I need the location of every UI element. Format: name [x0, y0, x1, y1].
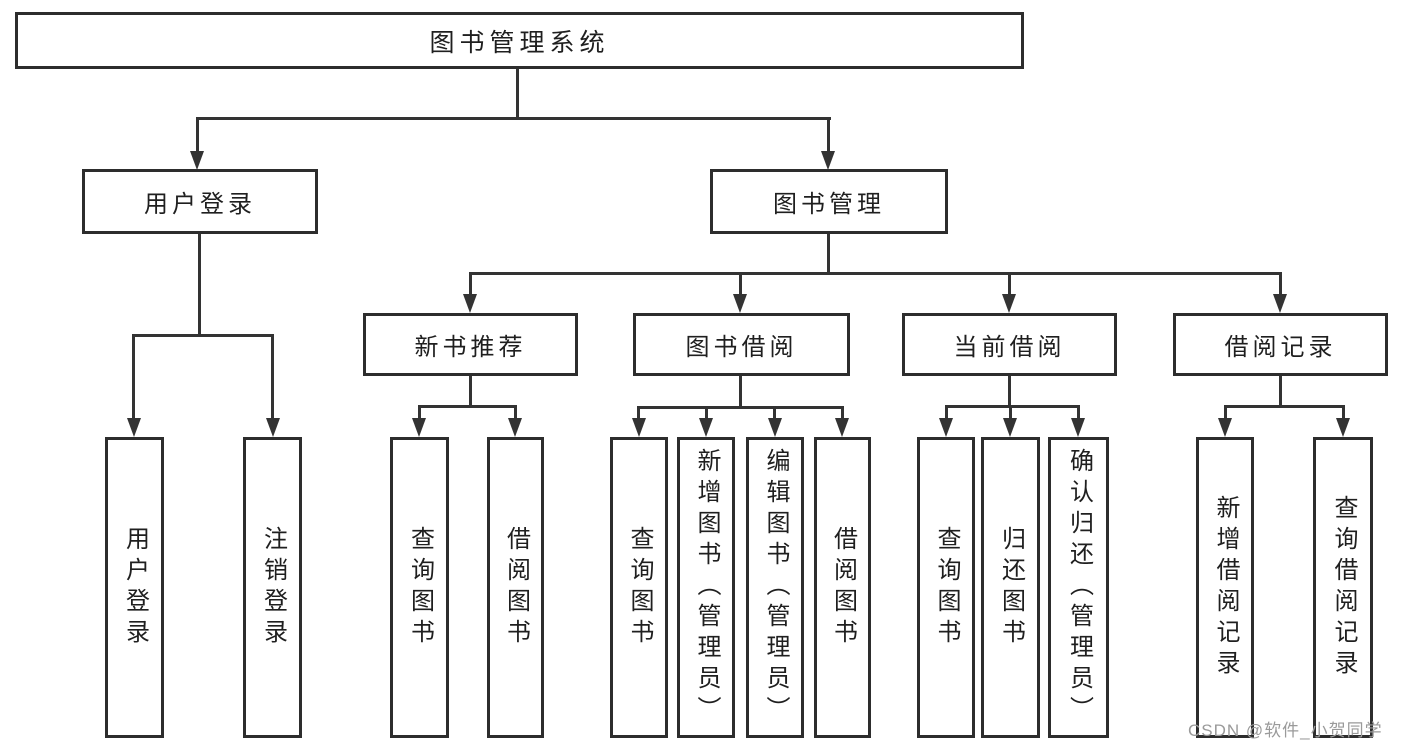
- arrow-down-icon: [266, 418, 280, 437]
- connector-book-borrowing-hline: [637, 406, 844, 409]
- leaf-query-books-3-label: 查询图书: [933, 525, 960, 650]
- leaf-user-login: 用户登录: [105, 437, 164, 738]
- arrow-down-icon: [1071, 418, 1085, 437]
- leaf-query-books-1: 查询图书: [390, 437, 449, 738]
- connector-to-leaf-user-login: [132, 334, 135, 420]
- connector-current-borrowing-hline: [945, 405, 1079, 408]
- connector-leaf-stem: [637, 406, 640, 419]
- arrow-down-icon: [939, 418, 953, 437]
- leaf-confirm-return-admin: 确认归还（管理员）: [1048, 437, 1109, 738]
- connector-to-leaf-logout: [271, 334, 274, 420]
- leaf-user-login-label: 用户登录: [121, 525, 149, 650]
- arrow-down-icon: [733, 294, 747, 313]
- arrow-down-icon: [821, 151, 835, 170]
- leaf-return-books-label: 归还图书: [997, 525, 1025, 650]
- leaf-borrow-books-1-label: 借阅图书: [502, 525, 530, 650]
- connector-leaf-stem: [1224, 405, 1227, 419]
- connector-to-new-book-recommend: [469, 272, 472, 296]
- leaf-query-books-1-label: 查询图书: [406, 525, 434, 650]
- connector-leaf-stem: [1077, 405, 1080, 419]
- node-book-management-label: 图书管理: [773, 191, 885, 218]
- node-book-borrowing: 图书借阅: [633, 313, 850, 376]
- leaf-return-books: 归还图书: [981, 437, 1040, 738]
- arrow-down-icon: [1002, 294, 1016, 313]
- connector-leaf-stem: [514, 405, 517, 419]
- leaf-query-books-2: 查询图书: [610, 437, 668, 738]
- node-current-borrowing-label: 当前借阅: [953, 334, 1066, 361]
- leaf-query-borrow-record-label: 查询借阅记录: [1330, 494, 1357, 681]
- leaf-edit-books-admin-label: 编辑图书（管理员）: [762, 448, 789, 727]
- connector-user-login-hline: [132, 334, 273, 337]
- leaf-confirm-return-admin-label: 确认归还（管理员）: [1065, 448, 1093, 727]
- leaf-borrow-books-2: 借阅图书: [814, 437, 871, 738]
- node-book-management: 图书管理: [710, 169, 948, 234]
- leaf-logout-login-label: 注销登录: [259, 525, 287, 650]
- connector-to-book-borrowing: [739, 272, 742, 296]
- node-current-borrowing: 当前借阅: [902, 313, 1117, 376]
- leaf-logout-login: 注销登录: [243, 437, 302, 738]
- arrow-down-icon: [699, 418, 713, 437]
- leaf-add-borrow-record-label: 新增借阅记录: [1212, 494, 1239, 681]
- csdn-watermark: CSDN @软件_小贺同学: [1188, 721, 1383, 740]
- connector-to-book-management: [827, 117, 830, 153]
- connector-new-book-recommend-hline: [418, 405, 517, 408]
- leaf-add-borrow-record: 新增借阅记录: [1196, 437, 1254, 738]
- arrow-down-icon: [768, 418, 782, 437]
- node-user-login-label: 用户登录: [144, 191, 256, 218]
- connector-to-user-login: [196, 117, 199, 153]
- connector-to-borrowing-records: [1279, 272, 1282, 296]
- arrow-down-icon: [835, 418, 849, 437]
- connector-borrowing-records-hline: [1224, 405, 1344, 408]
- node-root: 图书管理系统: [15, 12, 1024, 69]
- connector-leaf-stem: [773, 406, 776, 419]
- leaf-edit-books-admin: 编辑图书（管理员）: [746, 437, 804, 738]
- connector-new-book-recommend-stem: [469, 375, 472, 408]
- connector-borrowing-records-stem: [1279, 376, 1282, 408]
- connector-leaf-stem: [705, 406, 708, 419]
- arrow-down-icon: [127, 418, 141, 437]
- connector-leaf-stem: [1009, 405, 1012, 419]
- connector-book-management-stem: [827, 233, 830, 275]
- node-borrowing-records-label: 借阅记录: [1224, 334, 1337, 361]
- connector-current-borrowing-stem: [1008, 376, 1011, 408]
- arrow-down-icon: [1273, 294, 1287, 313]
- connector-book-borrowing-stem: [739, 376, 742, 409]
- node-root-label: 图书管理系统: [429, 28, 610, 57]
- leaf-borrow-books-2-label: 借阅图书: [829, 525, 857, 650]
- leaf-query-books-2-label: 查询图书: [626, 525, 653, 650]
- node-borrowing-records: 借阅记录: [1173, 313, 1388, 376]
- connector-leaf-stem: [945, 405, 948, 419]
- arrow-down-icon: [632, 418, 646, 437]
- connector-leaf-stem: [418, 405, 421, 419]
- connector-root-stem: [516, 66, 519, 120]
- connector-book-management-hline: [469, 272, 1282, 275]
- leaf-query-borrow-record: 查询借阅记录: [1313, 437, 1373, 738]
- connector-leaf-stem: [841, 406, 844, 419]
- connector-user-login-stem: [198, 233, 201, 336]
- arrow-down-icon: [463, 294, 477, 313]
- leaf-borrow-books-1: 借阅图书: [487, 437, 544, 738]
- leaf-add-books-admin: 新增图书（管理员）: [677, 437, 735, 738]
- connector-to-current-borrowing: [1008, 272, 1011, 296]
- connector-root-hline: [196, 117, 831, 120]
- arrow-down-icon: [1003, 418, 1017, 437]
- arrow-down-icon: [508, 418, 522, 437]
- arrow-down-icon: [190, 151, 204, 170]
- leaf-add-books-admin-label: 新增图书（管理员）: [693, 448, 720, 727]
- connector-leaf-stem: [1342, 405, 1345, 419]
- node-book-borrowing-label: 图书借阅: [685, 334, 798, 361]
- leaf-query-books-3: 查询图书: [917, 437, 975, 738]
- node-user-login: 用户登录: [82, 169, 318, 234]
- arrow-down-icon: [412, 418, 426, 437]
- node-new-book-recommend: 新书推荐: [363, 313, 578, 376]
- node-new-book-recommend-label: 新书推荐: [414, 334, 527, 361]
- arrow-down-icon: [1336, 418, 1350, 437]
- arrow-down-icon: [1218, 418, 1232, 437]
